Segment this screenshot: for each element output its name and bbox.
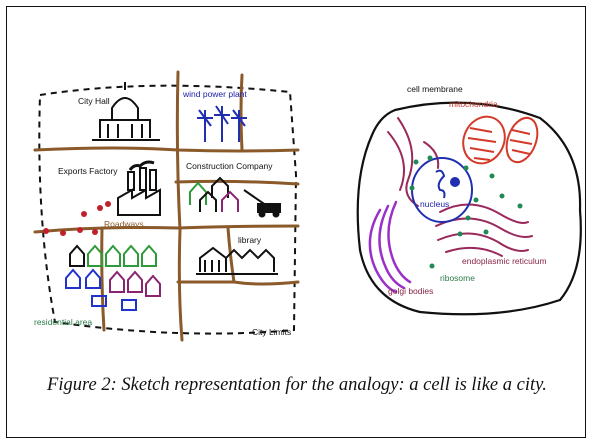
label-exports-factory: Exports Factory	[58, 166, 118, 176]
ribosome-dots	[409, 155, 523, 269]
wind-turbine-icons	[197, 105, 247, 142]
label-endoplasmic-reticulum: endoplasmic reticulum	[462, 256, 547, 266]
mitochondria-shapes	[462, 115, 539, 165]
figure-caption: Figure 2: Sketch representation for the …	[47, 375, 547, 395]
library-building	[196, 246, 278, 275]
golgi-bodies-shapes	[368, 200, 412, 294]
city-hall-building	[92, 82, 160, 141]
label-cell-membrane: cell membrane	[407, 84, 463, 94]
label-city-hall: City Hall	[78, 96, 110, 106]
label-nucleus: nucleus	[420, 199, 449, 209]
label-ribosome: ribosome	[440, 273, 475, 283]
factory-building	[117, 160, 161, 216]
figure-frame	[6, 6, 586, 438]
cell-membrane-outline	[356, 101, 582, 316]
label-city-limits: City Limits	[252, 327, 291, 337]
label-library: library	[238, 235, 262, 245]
label-wind-power-plant: wind power plant	[182, 89, 247, 99]
label-residential-area: residential area	[34, 317, 92, 327]
residential-houses	[65, 244, 161, 311]
label-golgi-bodies: golgi bodies	[388, 286, 433, 296]
factory-output-dots	[43, 201, 111, 236]
label-roadways: Roadways	[104, 219, 144, 229]
cell-sketch: cell membrane mitochondria golgi bodies …	[356, 84, 582, 316]
construction-houses	[189, 176, 239, 212]
city-limits-boundary	[38, 84, 298, 335]
label-mitochondria: mitochondria	[449, 99, 498, 109]
nucleus-shape	[411, 157, 473, 223]
crane-truck	[243, 189, 281, 218]
city-sketch: City Hall wind power plant Exports Facto…	[33, 70, 300, 342]
label-construction-company: Construction Company	[186, 161, 273, 171]
roadways	[33, 70, 300, 342]
